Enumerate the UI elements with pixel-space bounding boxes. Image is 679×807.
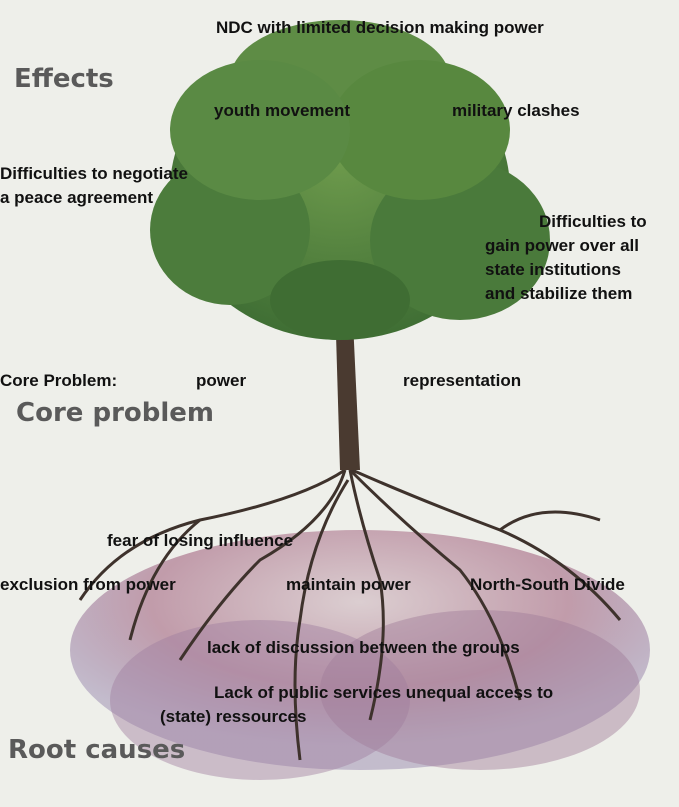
root-label: North-South Divide xyxy=(470,575,625,594)
effect-label: a peace agreement xyxy=(0,188,154,207)
root-label: Lack of public services unequal access t… xyxy=(214,683,554,702)
root-label: fear of losing influence xyxy=(107,531,294,550)
roots xyxy=(78,468,622,761)
effect-label: NDC with limited decision making power xyxy=(216,18,544,37)
root-label: exclusion from power xyxy=(0,575,176,594)
effect-label: gain power over all xyxy=(485,236,639,255)
canopy xyxy=(150,20,550,340)
effect-label: youth movement xyxy=(214,101,351,120)
root-label: maintain power xyxy=(286,575,411,594)
root-label: (state) ressources xyxy=(160,707,307,726)
effect-label: state institutions xyxy=(485,260,622,279)
section-core-problem: Core problem xyxy=(16,398,214,428)
core-item: power xyxy=(196,371,247,390)
effect-label: military clashes xyxy=(452,101,580,120)
effect-label: and stabilize them xyxy=(485,284,633,303)
effect-label: Difficulties to negotiate xyxy=(0,164,188,183)
effect-label: Difficulties to xyxy=(539,212,647,231)
section-effects: Effects xyxy=(14,64,114,94)
root-label: lack of discussion between the groups xyxy=(207,638,520,657)
core-problem-label: Core Problem: xyxy=(0,371,118,390)
trunk xyxy=(335,300,360,470)
section-root-causes: Root causes xyxy=(8,735,186,765)
core-item: representation xyxy=(403,371,522,390)
root-mass xyxy=(70,530,650,780)
